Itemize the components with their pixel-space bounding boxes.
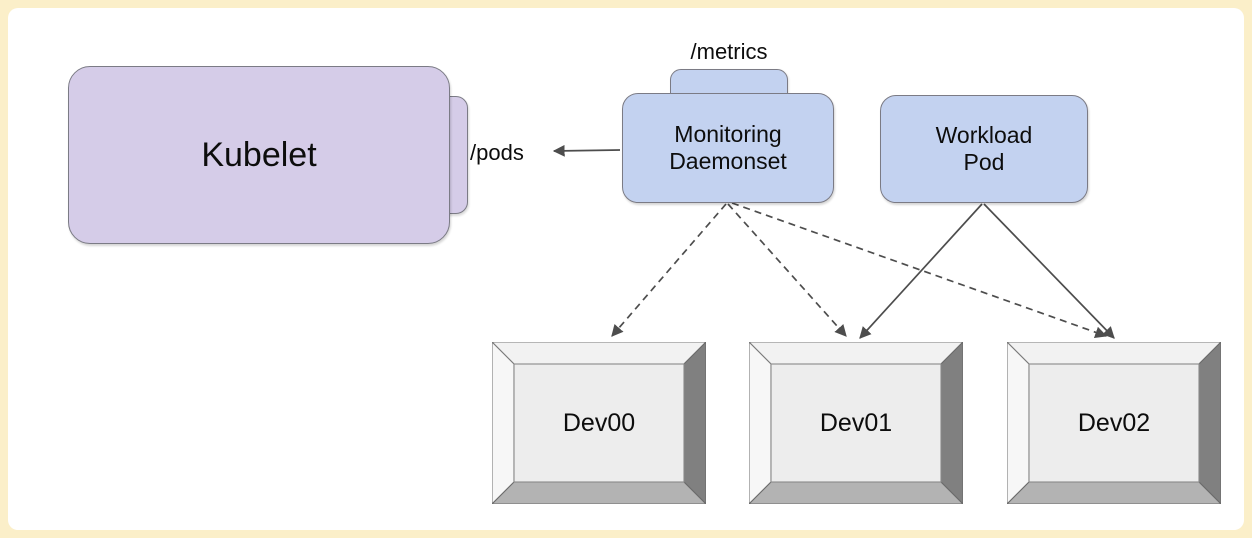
device-dev01[interactable]: Dev01: [747, 340, 965, 506]
edge-mon-to-dev00: [611, 203, 727, 337]
device-dev00[interactable]: Dev00: [490, 340, 708, 506]
kubelet-node[interactable]: [68, 66, 450, 244]
edge-mon-to-dev01: [727, 203, 847, 337]
device-bevel-frame: [1005, 340, 1223, 506]
monitoring-daemonset-node[interactable]: [622, 93, 834, 203]
edge-wl-to-dev01: [859, 203, 983, 339]
edge-mon-to-dev02: [731, 202, 1108, 339]
device-bevel-frame: [747, 340, 965, 506]
diagram-canvas: Kubelet /pods /metrics Monitoring Daemon…: [8, 8, 1244, 530]
edge-layer: [552, 144, 1115, 339]
workload-pod-node[interactable]: [880, 95, 1088, 203]
edge-wl-to-dev02: [983, 203, 1115, 339]
device-dev02[interactable]: Dev02: [1005, 340, 1223, 506]
device-bevel-frame: [490, 340, 708, 506]
edge-mon-to-pods: [552, 144, 621, 157]
